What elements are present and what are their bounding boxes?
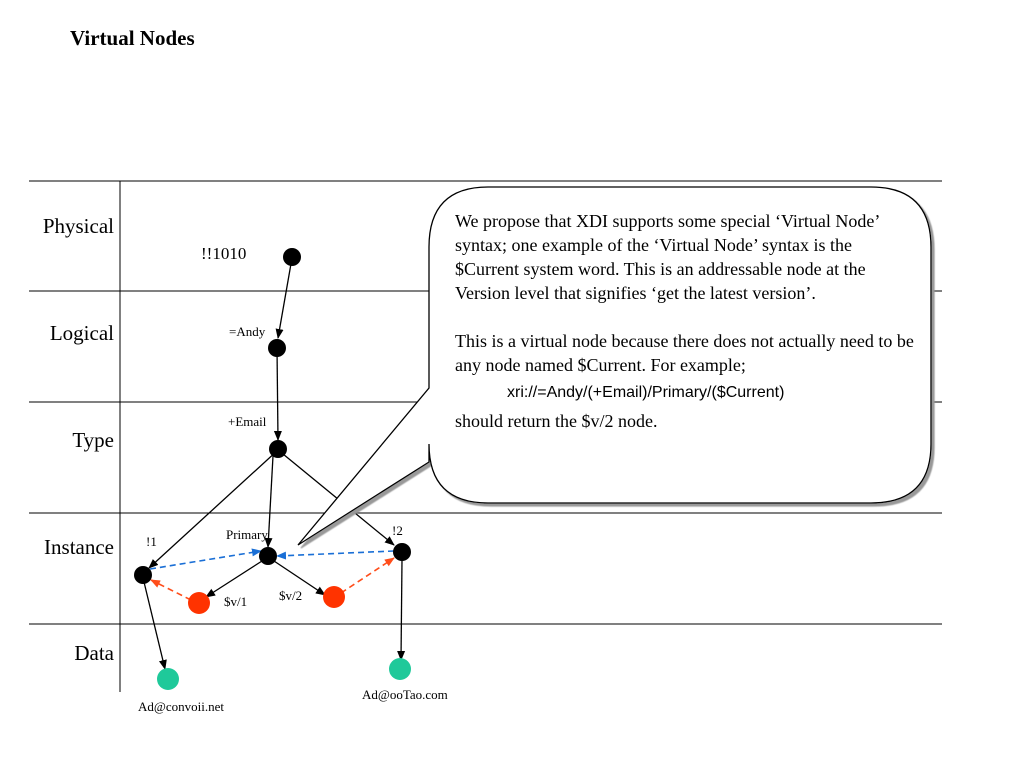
label-primary: Primary <box>226 527 268 542</box>
callout-text: We propose that XDI supports some specia… <box>455 209 915 433</box>
edge-andy-email <box>273 347 282 441</box>
row-label-logical: Logical <box>49 321 114 345</box>
node-v1 <box>188 592 210 614</box>
edge-email-one <box>148 449 279 569</box>
label-two: !2 <box>392 523 403 538</box>
node-v2 <box>323 586 345 608</box>
callout-paragraph-2: This is a virtual node because there doe… <box>455 331 914 375</box>
label-andy: =Andy <box>229 324 266 339</box>
label-email: +Email <box>228 414 267 429</box>
callout-paragraph-1: We propose that XDI supports some specia… <box>455 211 880 303</box>
label-v2: $v/2 <box>279 588 302 603</box>
row-label-instance: Instance <box>44 535 114 559</box>
edge-primary-v2 <box>273 560 326 596</box>
node-one <box>134 566 152 584</box>
label-1010: !!1010 <box>201 244 246 263</box>
callout-bubble <box>297 186 932 546</box>
label-v1: $v/1 <box>224 594 247 609</box>
edge-email-primary <box>264 455 274 548</box>
label-one: !1 <box>146 534 157 549</box>
node-two <box>393 543 411 561</box>
edge-primary-v1 <box>205 560 263 598</box>
dashed-edge-v1-one <box>150 579 192 601</box>
row-label-physical: Physical <box>42 214 114 238</box>
node-andy <box>268 339 286 357</box>
node-data1 <box>157 668 179 690</box>
edge-1010-andy <box>275 257 293 339</box>
label-data1: Ad@convoii.net <box>138 699 224 714</box>
node-1010 <box>283 248 301 266</box>
edge-one-data1 <box>143 581 167 670</box>
dashed-edge-two-primary <box>276 550 395 560</box>
node-primary <box>259 547 277 565</box>
node-data2 <box>389 658 411 680</box>
node-email <box>269 440 287 458</box>
dashed-edge-v2-two <box>340 557 395 594</box>
label-data2: Ad@ooTao.com <box>362 687 448 702</box>
edge-two-data2 <box>397 559 406 661</box>
row-label-data: Data <box>74 641 114 665</box>
dashed-edge-one-primary <box>149 548 262 570</box>
slide-title: Virtual Nodes <box>70 26 195 50</box>
callout-uri: xri://=Andy/(+Email)/Primary/($Current) <box>507 384 785 401</box>
row-label-type: Type <box>72 428 114 452</box>
callout-paragraph-3: should return the $v/2 node. <box>455 411 658 431</box>
